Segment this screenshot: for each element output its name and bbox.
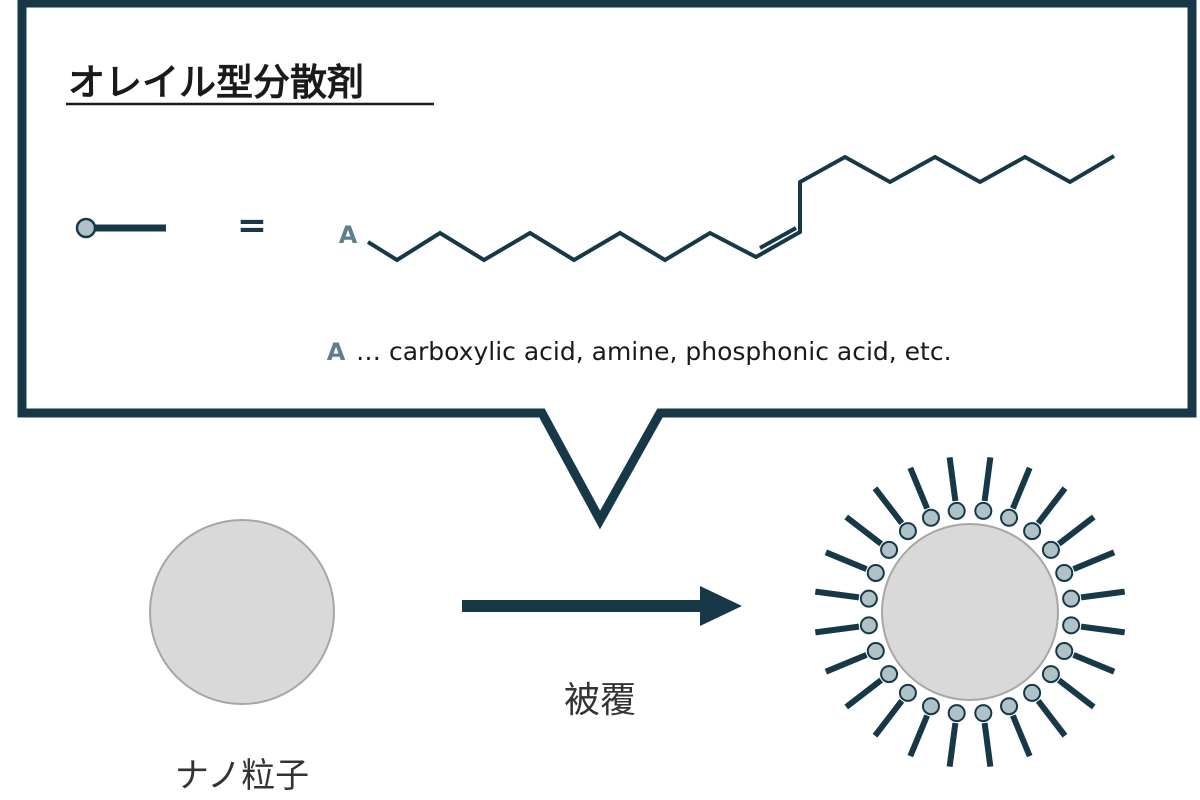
ligand-tail: [946, 456, 959, 502]
ligand-tail: [907, 714, 930, 758]
ligand-tail: [1072, 652, 1116, 675]
ligand-head: [898, 522, 917, 541]
ligand-tail: [981, 722, 994, 768]
ligand-tails: [814, 456, 1126, 768]
bare-nanoparticle: [149, 519, 335, 705]
ligand-head: [898, 683, 917, 702]
ligand-head: [947, 501, 966, 520]
coated-core: [881, 523, 1059, 701]
ligand-head: [1000, 697, 1019, 716]
ligand-head: [1062, 616, 1081, 635]
ligand-head: [974, 704, 993, 723]
ligand-head: [866, 642, 885, 661]
ligand-tail: [946, 722, 959, 768]
ligand-tail: [872, 699, 905, 738]
functional-group-label: A: [339, 221, 358, 249]
callout-title: オレイル型分散剤: [68, 61, 364, 104]
ligand-head: [859, 589, 878, 608]
ligand-head: [1023, 522, 1042, 541]
ligand-head: [1041, 665, 1060, 684]
ligand-tail: [824, 549, 868, 572]
ligand-tail: [872, 486, 905, 525]
ligand-tail: [1057, 514, 1096, 547]
ligand-head: [1023, 683, 1042, 702]
ligand-tail: [844, 677, 883, 710]
coated-nanoparticle: [814, 456, 1126, 768]
ligand-head: [974, 501, 993, 520]
ligand-heads: [859, 501, 1081, 723]
ligand-head: [1055, 642, 1074, 661]
ligand-head: [921, 697, 940, 716]
oleyl-chain: [366, 154, 1116, 263]
ligand-tail: [1010, 466, 1033, 510]
ligand-tail: [844, 514, 883, 547]
callout-box: [17, 0, 1197, 530]
note-text: … carboxylic acid, amine, phosphonic aci…: [356, 337, 952, 366]
note-letter: A: [327, 338, 346, 366]
ligand-head: [866, 563, 885, 582]
ligand-head: [1062, 589, 1081, 608]
ligand-head: [1041, 540, 1060, 559]
ligand-tail: [1080, 623, 1126, 636]
nanoparticle-label: ナノ粒子: [175, 756, 309, 796]
ligand-tail: [1057, 677, 1096, 710]
dispersant-symbol-head: [75, 217, 97, 239]
ligand-head: [880, 540, 899, 559]
ligand-head: [859, 616, 878, 635]
coating-arrow-head: [700, 586, 742, 626]
ligand-tail: [1035, 699, 1068, 738]
ligand-head: [1055, 563, 1074, 582]
ligand-tail: [907, 466, 930, 510]
ligand-tail: [1080, 588, 1126, 601]
ligand-tail: [824, 652, 868, 675]
ligand-head: [1000, 508, 1019, 527]
ligand-head: [880, 665, 899, 684]
ligand-tail: [981, 456, 994, 502]
ligand-tail: [1035, 486, 1068, 525]
ligand-tail: [1010, 714, 1033, 758]
ligand-tail: [814, 623, 860, 636]
cis-double-bond-line: [759, 226, 797, 250]
coating-label: 被覆: [564, 680, 636, 721]
ligand-head: [921, 508, 940, 527]
ligand-tail: [1072, 549, 1116, 572]
equals-sign: =: [237, 205, 267, 246]
ligand-tail: [814, 588, 860, 601]
ligand-head: [947, 704, 966, 723]
